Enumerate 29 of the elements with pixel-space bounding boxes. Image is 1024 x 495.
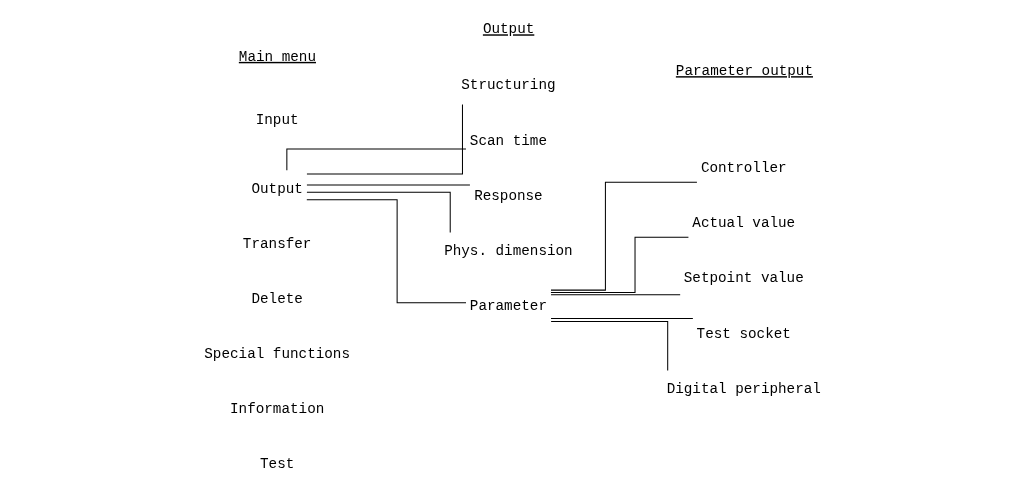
node-text: Transfer xyxy=(242,235,311,252)
node-text: Response xyxy=(473,187,543,204)
node-text: Controller xyxy=(700,160,787,177)
connector xyxy=(549,236,689,293)
node-text: Output xyxy=(250,180,303,197)
node-text: Test socket xyxy=(696,325,791,342)
node-text: Information xyxy=(229,401,324,418)
connector xyxy=(550,294,681,296)
label: Main menu xyxy=(238,48,316,65)
connector xyxy=(305,199,467,304)
connector xyxy=(305,191,451,233)
connector xyxy=(305,103,463,175)
node-text: Special functions xyxy=(203,345,350,362)
connector xyxy=(285,148,466,171)
node-text: Setpoint value xyxy=(683,270,804,287)
node-text: Digital peripheral xyxy=(666,380,821,397)
label: Output xyxy=(482,21,534,38)
connector xyxy=(550,317,693,319)
node-text: Test xyxy=(259,456,294,473)
connector xyxy=(549,181,697,291)
node-text: Phys. dimension xyxy=(443,242,573,259)
node-text: Input xyxy=(255,112,299,129)
node-text: Delete xyxy=(250,290,303,307)
node-text: Parameter xyxy=(469,297,547,314)
node-text: Structuring xyxy=(460,77,556,94)
node-text: Scan time xyxy=(469,132,547,149)
node-text: Actual value xyxy=(691,215,795,232)
label: Parameter output xyxy=(675,63,813,80)
connector xyxy=(550,321,668,371)
